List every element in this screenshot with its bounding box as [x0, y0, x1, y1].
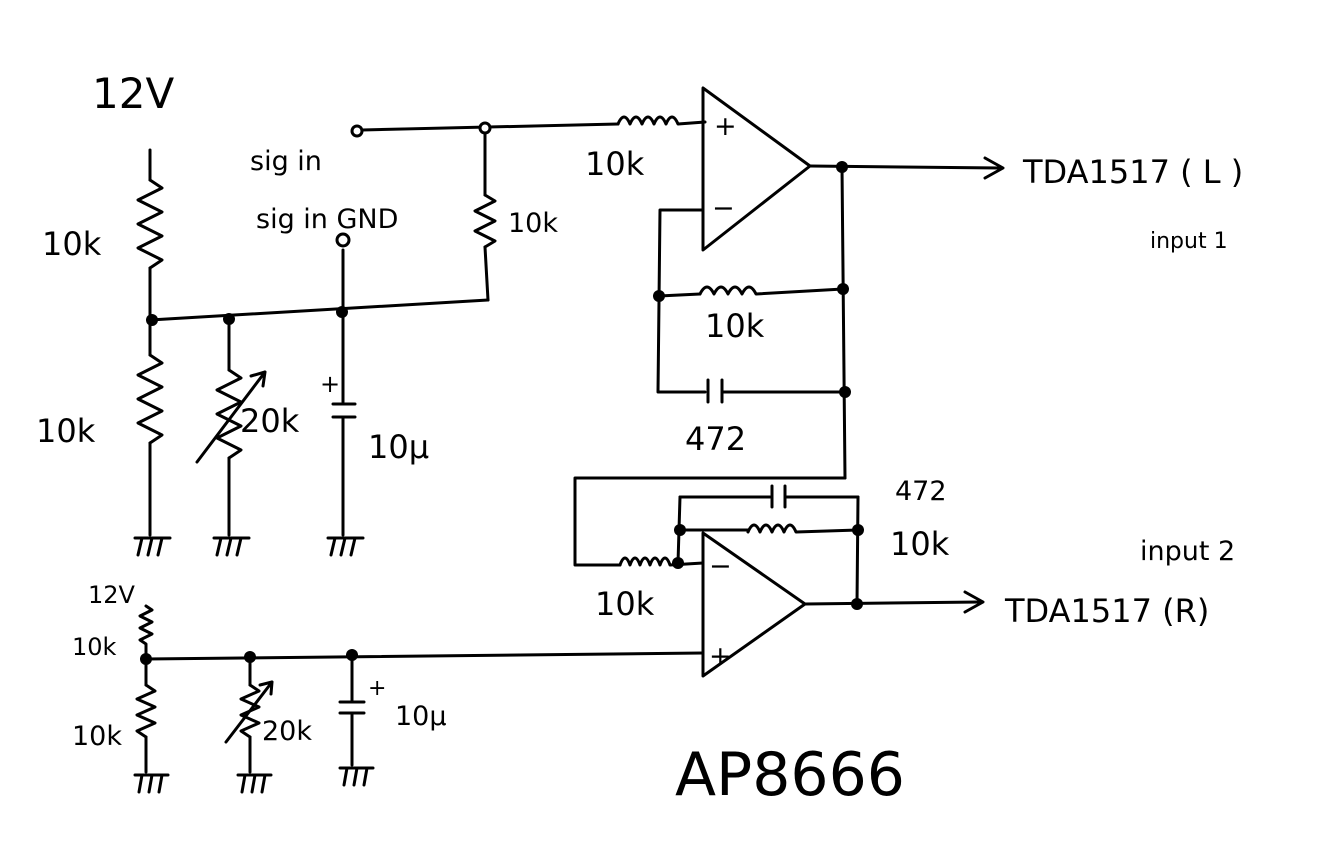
- bias2-top-resistor-label: 10k: [72, 633, 117, 661]
- bias1-input-resistor-label: 10k: [508, 208, 558, 239]
- amp2-output-wire: [803, 600, 982, 606]
- amp2-opamp: [701, 531, 807, 678]
- amp2-input-resistor: [618, 556, 705, 567]
- amp1-feedback-junction: [839, 386, 851, 398]
- amp1-feedback-junction: [837, 283, 849, 295]
- amp1-plus-label: +: [714, 111, 737, 142]
- amp1-output-note: input 1: [1150, 229, 1228, 254]
- amp1-feedback-wire: [657, 292, 702, 298]
- bias1-junction: [146, 314, 158, 326]
- amp1-input-resistor-label: 10k: [585, 145, 645, 183]
- amp1-opamp: [701, 86, 812, 252]
- signal-input-label: sig in: [250, 146, 322, 177]
- amp2-output-arrow: [963, 590, 985, 614]
- bias1-rail-wire: [148, 298, 490, 322]
- bias2-rail-wire: [144, 651, 705, 661]
- amp1-feedback-resistor-label: 10k: [705, 307, 765, 345]
- amp2-minus-label: −: [709, 551, 732, 582]
- ground-symbol: [133, 536, 172, 557]
- amp2-feedback-wire: [855, 495, 860, 606]
- bias2-capacitor-label: 10μ: [395, 701, 447, 732]
- amp1-to-amp2-wire: [573, 476, 847, 567]
- bias1-top-resistor: [136, 178, 164, 270]
- amp1-output-arrow: [983, 156, 1005, 180]
- amp1-feedback-capacitor-label: 472: [685, 420, 746, 458]
- amp2-output-note: input 2: [1140, 536, 1235, 567]
- amp1-feedback-resistor: [698, 285, 845, 296]
- bias1-input-resistor: [473, 193, 497, 249]
- bias2-top-resistor: [138, 604, 154, 660]
- supply-12v-label: 12V: [92, 69, 174, 118]
- signal-gnd-terminal: [335, 232, 351, 248]
- amp2-input-resistor-label: 10k: [595, 585, 655, 623]
- amp1-inverting-wire: [656, 208, 707, 394]
- bias2-trimmer-arrow: [224, 680, 274, 744]
- signal-input-terminal: [350, 124, 364, 138]
- amp2-feedback-capacitor-label: 472: [895, 476, 947, 507]
- bias2-supply-label: 12V: [88, 581, 136, 609]
- amp2-plus-label: +: [709, 641, 732, 672]
- bias2-trimmer-label: 20k: [262, 716, 312, 747]
- bias1-bottom-resistor: [136, 353, 164, 445]
- bias1-trimmer-label: 20k: [240, 402, 300, 440]
- bias1-capacitor-polarity: +: [320, 370, 340, 398]
- signal-gnd-label: sig in GND: [256, 204, 398, 235]
- amp1-feedback-wire: [840, 165, 847, 480]
- bias1-bottom-resistor-label: 10k: [36, 412, 96, 450]
- bias1-capacitor-label: 10μ: [368, 428, 429, 466]
- bias2-capacitor-polarity: +: [368, 676, 386, 701]
- amp1-input-resistor: [616, 115, 707, 126]
- amp2-output-junction: [851, 598, 863, 610]
- ground-symbol: [338, 766, 375, 787]
- ground-symbol: [326, 536, 365, 557]
- trimmer-arrow: [195, 370, 267, 464]
- amp1-minus-label: −: [712, 193, 735, 224]
- ground-symbol: [236, 773, 273, 794]
- bias-feed-wire: [483, 245, 490, 302]
- bias1-top-resistor-label: 10k: [42, 225, 102, 263]
- bias1-trimmer-resistor: [215, 368, 243, 460]
- amp1-output-label: TDA1517 ( L ): [1022, 153, 1243, 191]
- bias2-bottom-resistor-label: 10k: [72, 721, 122, 752]
- amp2-output-label: TDA1517 (R): [1004, 592, 1209, 630]
- signal-junction: [478, 121, 492, 135]
- ground-symbol: [212, 536, 251, 557]
- amp2-feedback-resistor-label: 10k: [890, 525, 950, 563]
- ground-symbol: [133, 773, 170, 794]
- part-number-label: AP8666: [675, 740, 905, 810]
- amp2-feedback-resistor: [746, 523, 860, 534]
- bias2-bottom-resistor: [135, 683, 157, 739]
